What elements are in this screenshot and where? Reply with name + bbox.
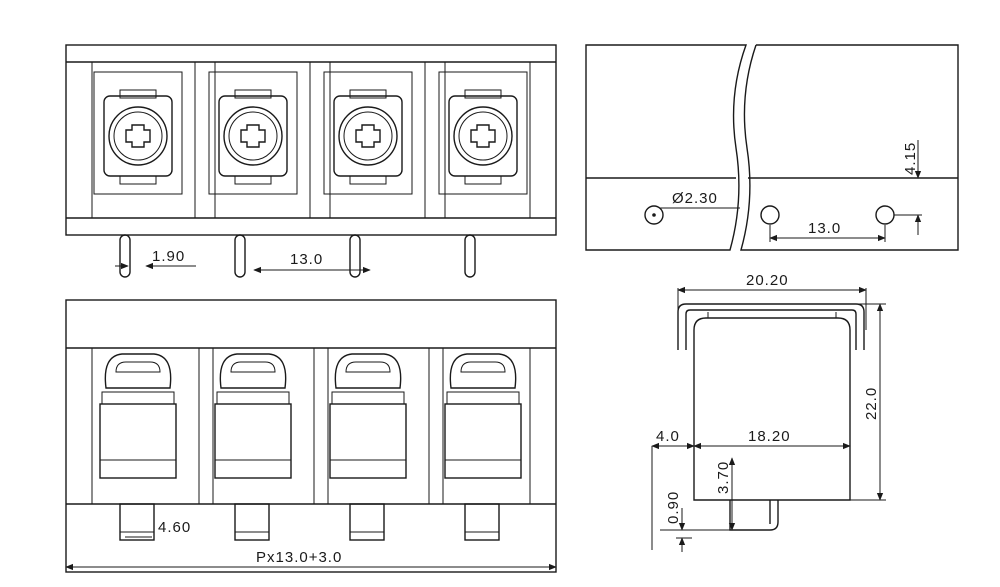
top-view: 1.90 13.0 [65, 44, 557, 278]
clamp-block [99, 403, 177, 479]
front-terminal-cells [99, 347, 522, 541]
screw-slot [230, 361, 276, 373]
clamp-block [444, 403, 522, 479]
screw-head [108, 106, 168, 166]
top-view-outline [65, 44, 557, 236]
dim-offset: 4.15 [902, 142, 919, 175]
pin [464, 234, 476, 278]
screw-top [334, 353, 402, 389]
screw-head [453, 106, 513, 166]
dim-pin-offset: 3.70 [715, 461, 732, 494]
front-divider-rib [428, 347, 444, 505]
dim-pin-length: 4.60 [158, 519, 191, 536]
top-view-pins [119, 234, 476, 278]
clamp-block [214, 403, 292, 479]
top-divider-rib [309, 61, 331, 219]
dim-depth-main: 18.20 [748, 428, 791, 445]
screw-tab [234, 175, 272, 185]
dim-pitch-side: 13.0 [808, 220, 841, 237]
screw-washer [446, 391, 520, 405]
front-view-outline [65, 299, 557, 573]
dim-pitch-top: 13.0 [290, 251, 323, 268]
phillips-slot-icon [125, 124, 151, 148]
dim-overall-length: Px13.0+3.0 [256, 549, 342, 566]
top-divider-rib [194, 61, 216, 219]
screw-head-inner [113, 111, 163, 161]
front-divider-rib [198, 347, 214, 505]
front-pin [464, 503, 500, 541]
top-cell-frame [438, 71, 528, 195]
screw-slot [460, 361, 506, 373]
screw-top [104, 353, 172, 389]
side-profile: 20.20 22.0 4.0 18.20 3.70 0.9 [651, 272, 886, 552]
screw-tab [119, 175, 157, 185]
screw-slot [115, 361, 161, 373]
screw-washer [331, 391, 405, 405]
pin [234, 234, 246, 278]
dim-height: 22.0 [863, 387, 880, 420]
top-cell-frame [208, 71, 298, 195]
screw-tab [349, 175, 387, 185]
screw-tab [119, 89, 157, 99]
front-pin [119, 503, 155, 541]
clamp-block [329, 403, 407, 479]
dim-pin-width: 1.90 [152, 248, 185, 265]
top-divider-rib [424, 61, 446, 219]
dim-depth-left: 4.0 [656, 428, 680, 445]
screw-washer [101, 391, 175, 405]
screw-tab [464, 175, 502, 185]
front-divider-rib [313, 347, 329, 505]
front-pin [234, 503, 270, 541]
dim-hole-diameter: Ø2.30 [672, 190, 718, 207]
dim-width-total: 20.20 [746, 272, 789, 289]
screw-head-inner [228, 111, 278, 161]
phillips-slot-icon [470, 124, 496, 148]
screw-head [338, 106, 398, 166]
phillips-slot-icon [355, 124, 381, 148]
screw-washer [216, 391, 290, 405]
front-pin [349, 503, 385, 541]
screw-slot [345, 361, 391, 373]
pin [119, 234, 131, 278]
front-view: 4.60 Px13.0+3.0 [65, 299, 557, 573]
top-cell-frame [323, 71, 413, 195]
screw-head-inner [458, 111, 508, 161]
phillips-slot-icon [240, 124, 266, 148]
top-screw-cells [93, 61, 528, 219]
pin [349, 234, 361, 278]
top-cell-frame [93, 71, 183, 195]
dim-pin-step: 0.90 [665, 491, 682, 524]
screw-tab [464, 89, 502, 99]
side-view-top: Ø2.30 13.0 4.15 [585, 44, 959, 251]
screw-head-inner [343, 111, 393, 161]
screw-head [223, 106, 283, 166]
screw-top [449, 353, 517, 389]
screw-tab [234, 89, 272, 99]
screw-top [219, 353, 287, 389]
screw-tab [349, 89, 387, 99]
